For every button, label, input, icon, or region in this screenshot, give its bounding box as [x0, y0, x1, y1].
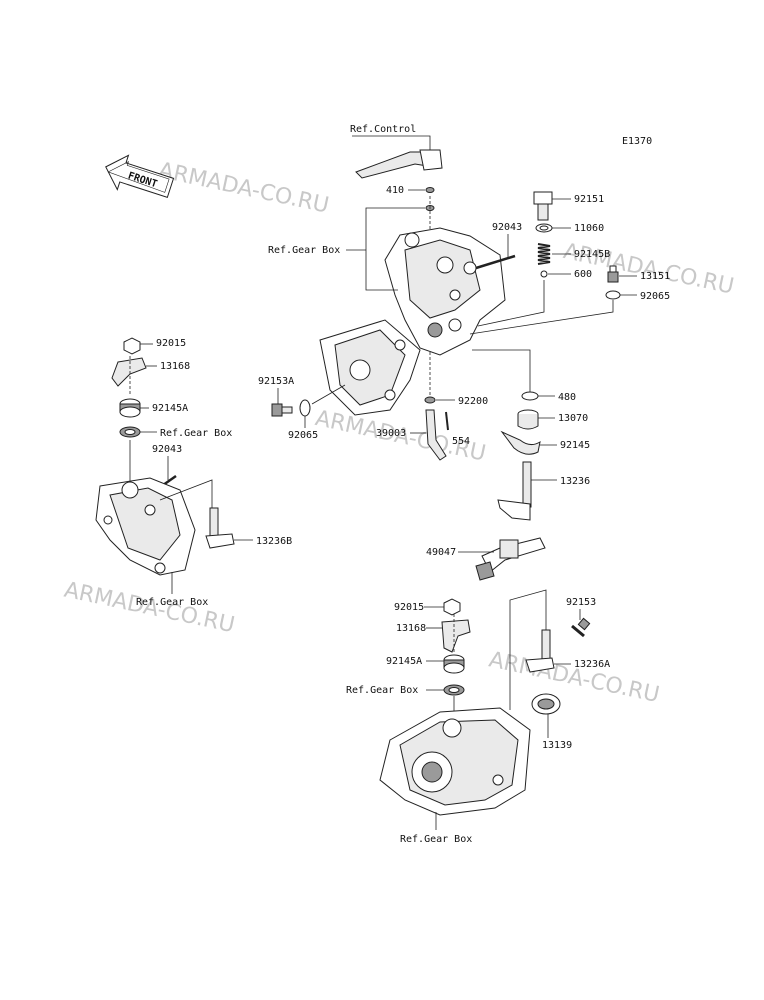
gearbox-housing-main	[319, 227, 506, 416]
ref-gearbox-left1-label: Ref.Gear Box	[160, 428, 232, 439]
part-label-92145A-left: 92145A	[152, 403, 188, 414]
part-label-13168-bottom: 13168	[396, 623, 426, 634]
part-label-92015-bottom: 92015	[394, 602, 424, 613]
ref-control-label: Ref.Control	[350, 124, 416, 135]
detent-bolt-92151	[533, 191, 553, 221]
fork-49047	[475, 537, 546, 581]
shaft-13236	[497, 461, 532, 521]
watermark: ARMADA-CO.RU	[156, 158, 331, 219]
part-label-92151: 92151	[574, 194, 604, 205]
spring-92145B	[537, 243, 551, 265]
part-410	[425, 187, 435, 193]
watermark: ARMADA-CO.RU	[487, 647, 662, 708]
part-label-13236: 13236	[560, 476, 590, 487]
part-label-92015-left: 92015	[156, 338, 186, 349]
control-lever	[355, 149, 443, 179]
shaft-13236B	[205, 507, 235, 549]
lever-13168-left	[111, 357, 147, 387]
part-label-92043-left: 92043	[152, 444, 182, 455]
lever-13168-bottom	[441, 619, 471, 653]
part-label-13139: 13139	[542, 740, 572, 751]
part-label-554: 554	[452, 436, 470, 447]
washer-92065-left	[299, 399, 311, 417]
part-label-92065-right: 92065	[640, 291, 670, 302]
oring-480	[521, 391, 539, 401]
seal-bottom	[443, 684, 465, 696]
front-arrow-icon: FRONT	[105, 154, 175, 199]
part-label-92200: 92200	[458, 396, 488, 407]
part-label-39003: 39003	[376, 428, 406, 439]
ref-gearbox-top-label: Ref.Gear Box	[268, 245, 340, 256]
nut-92015-bottom	[443, 598, 461, 616]
bearing-13139	[531, 693, 561, 715]
part-label-92153: 92153	[566, 597, 596, 608]
part-label-13236A: 13236A	[574, 659, 610, 670]
part-label-13070: 13070	[558, 413, 588, 424]
spring-92145A-left	[119, 398, 141, 418]
ref-gearbox-bottom1-label: Ref.Gear Box	[346, 685, 418, 696]
spring-92145	[500, 430, 541, 455]
ref-gearbox-bottom2-label: Ref.Gear Box	[400, 834, 472, 845]
part-label-92145B: 92145B	[574, 249, 610, 260]
gearbox-housing-left	[95, 477, 196, 576]
diagram-code: E1370	[622, 136, 652, 147]
washer-92200	[424, 396, 436, 404]
seal-left	[119, 426, 141, 438]
bolt-92153A	[271, 403, 293, 417]
ref-gearbox-left2-label: Ref.Gear Box	[136, 597, 208, 608]
part-label-13151: 13151	[640, 271, 670, 282]
part-label-92043-top: 92043	[492, 222, 522, 233]
part-label-11060: 11060	[574, 223, 604, 234]
bolt-92153	[571, 617, 591, 638]
part-label-92153A: 92153A	[258, 376, 294, 387]
part-label-480: 480	[558, 392, 576, 403]
part-label-92145: 92145	[560, 440, 590, 451]
gearbox-housing-bottom	[379, 707, 531, 816]
bushing-13070	[517, 409, 539, 430]
lever-39003	[425, 409, 447, 461]
part-label-49047: 49047	[426, 547, 456, 558]
part-label-600: 600	[574, 269, 592, 280]
nut-92015-left	[123, 337, 141, 355]
part-label-13168-left: 13168	[160, 361, 190, 372]
part-label-410: 410	[386, 185, 404, 196]
part-label-92145A-bottom: 92145A	[386, 656, 422, 667]
spring-92145A-bottom	[443, 654, 465, 674]
ball-600	[540, 270, 548, 278]
shaft-13236A	[525, 629, 555, 673]
part-label-92065-left: 92065	[288, 430, 318, 441]
part-label-13236B: 13236B	[256, 536, 292, 547]
switch-13151	[607, 265, 619, 283]
